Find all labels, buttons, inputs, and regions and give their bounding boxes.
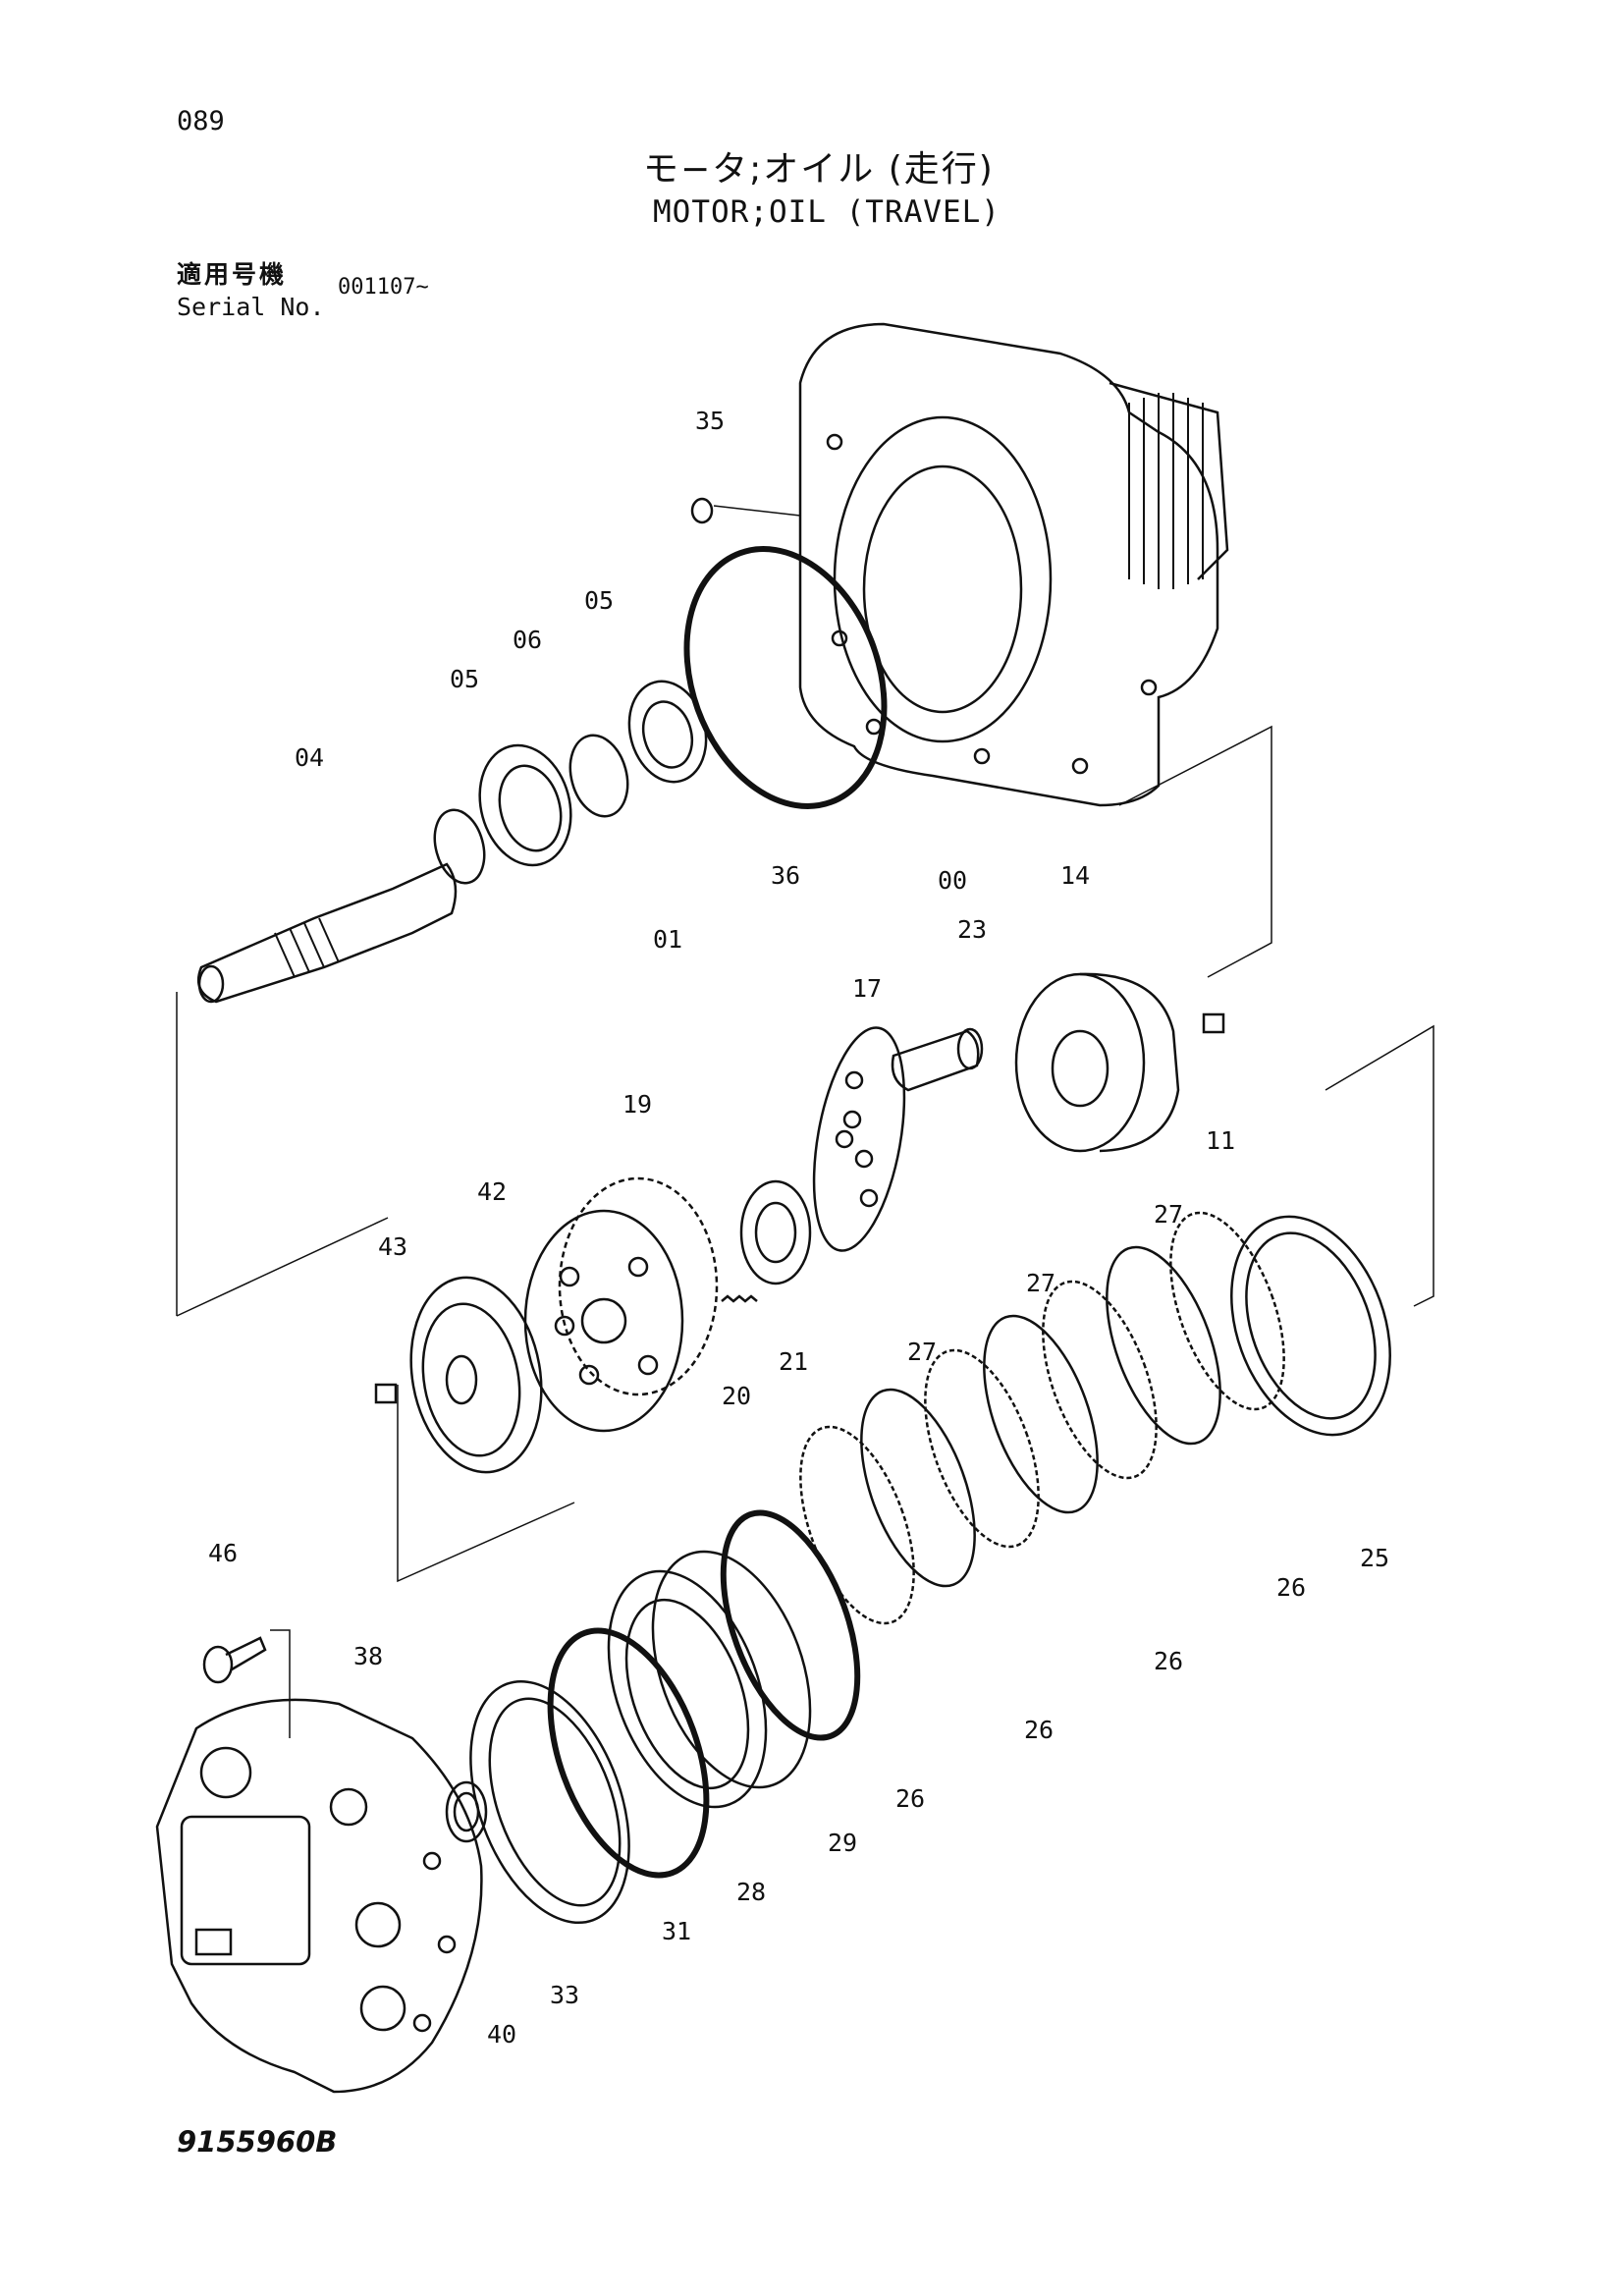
callout-p36: 36 [771,861,800,890]
serial-label-english: Serial No. [177,293,325,321]
callout-p26a: 26 [1276,1573,1306,1602]
callout-p27c: 27 [1154,1200,1183,1229]
callout-p43: 43 [378,1232,407,1261]
callout-p04: 04 [295,743,324,772]
callout-p35: 35 [695,407,725,435]
part-seal [627,680,708,784]
serial-label-japanese: 適用号機 [177,260,288,289]
callout-p17: 17 [852,974,882,1003]
callout-p46: 46 [208,1539,238,1567]
callout-p38: 38 [353,1642,383,1670]
callout-p27a: 27 [907,1338,937,1366]
callout-p31: 31 [662,1917,691,1945]
diagram-title-japanese: モ−タ;オイル (走行) [643,149,995,190]
callout-p27b: 27 [1026,1269,1055,1297]
callout-p33: 33 [550,1981,579,2009]
part-cylinder-block [523,1176,719,1433]
part-pin [1202,1012,1225,1034]
callout-p01: 01 [653,925,682,954]
part-piston [1014,972,1180,1153]
part-shaft [196,862,458,1004]
part-plug [690,497,801,524]
part-bearing [478,743,572,867]
part-o-ring-lower [547,1627,710,1879]
part-bolt [202,1636,267,1684]
callout-p40: 40 [487,2020,516,2049]
page-number: 089 [177,106,225,137]
callout-p00: 00 [938,866,967,895]
part-spool [891,1027,984,1092]
diagram-title-english: MOTOR;OIL (TRAVEL) [653,194,1001,230]
callout-p26d: 26 [895,1784,925,1813]
part-valve-cover [155,1698,483,2094]
part-bushing [739,1179,812,1285]
callout-p06: 06 [513,626,542,654]
serial-number-value: 001107~ [338,275,429,300]
part-swash-plate [409,1276,543,1474]
part-snap-ring-lower [433,808,486,885]
callout-p21: 21 [779,1347,808,1376]
part-friction-plates [799,1211,1285,1625]
part-brake-piston [607,1550,812,1809]
part-o-ring-large [683,546,888,809]
callout-p11: 11 [1206,1126,1235,1155]
part-o-ring-mid [720,1509,861,1741]
document-code: 9155960B [177,2125,338,2159]
part-roller-bearing [445,1780,488,1843]
callout-p42: 42 [477,1177,507,1206]
part-spring-plate [1230,1215,1391,1437]
callout-p23: 23 [957,915,987,944]
callout-p14: 14 [1060,861,1090,890]
callout-p26c: 26 [1024,1716,1054,1744]
part-housing [798,322,1229,807]
callout-p05b: 05 [584,586,614,615]
part-snap-ring-upper [568,734,629,818]
part-valve-plate [812,1026,906,1252]
part-spring [721,1294,758,1303]
part-pin-small [374,1383,398,1404]
callout-p28: 28 [736,1878,766,1906]
callout-p05a: 05 [450,665,479,693]
callout-p29: 29 [828,1829,857,1857]
callout-p25: 25 [1360,1544,1389,1572]
callout-p20: 20 [722,1382,751,1410]
callout-p26b: 26 [1154,1647,1183,1675]
callout-p19: 19 [622,1090,652,1119]
